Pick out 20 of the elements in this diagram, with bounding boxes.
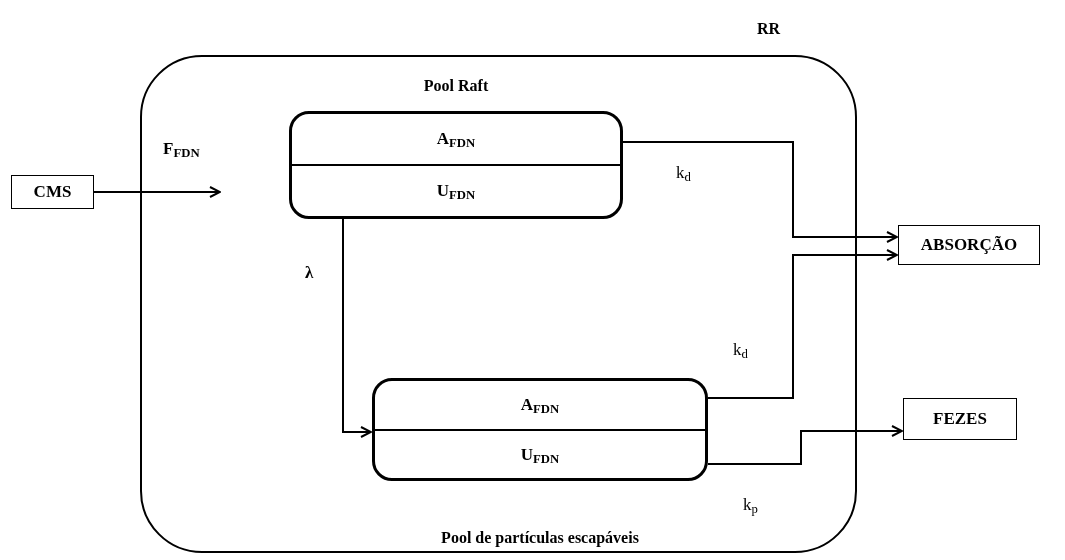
compartment-label: U$_{FDN}$ [436,180,476,204]
flow-arrow [707,425,903,465]
pool-caption: Pool de partículas escapáveis [440,528,640,549]
pool-caption: Pool Raft [422,76,490,96]
rate-label: k$_{d}$ [676,162,691,186]
flow-box: ABSORÇÃO [898,225,1040,265]
rate-label: F$_{FDN}$ [163,138,200,162]
flow-box: FEZES [903,398,1017,440]
flow-arrow [622,141,898,243]
compartment-label: U$_{FDN}$ [520,443,560,467]
flow-box: CMS [11,175,94,209]
flow-arrow [707,249,898,399]
rate-label: k$_{d}$ [733,339,748,363]
flow-arrow [342,218,372,438]
compartment-label: A$_{FDN}$ [436,128,476,152]
flow-arrow [93,186,221,198]
compartment-label: A$_{FDN}$ [520,394,560,418]
rate-label: λ [305,262,314,284]
container-heading: RR [757,19,781,39]
rate-label: k$_{p}$ [743,494,758,518]
